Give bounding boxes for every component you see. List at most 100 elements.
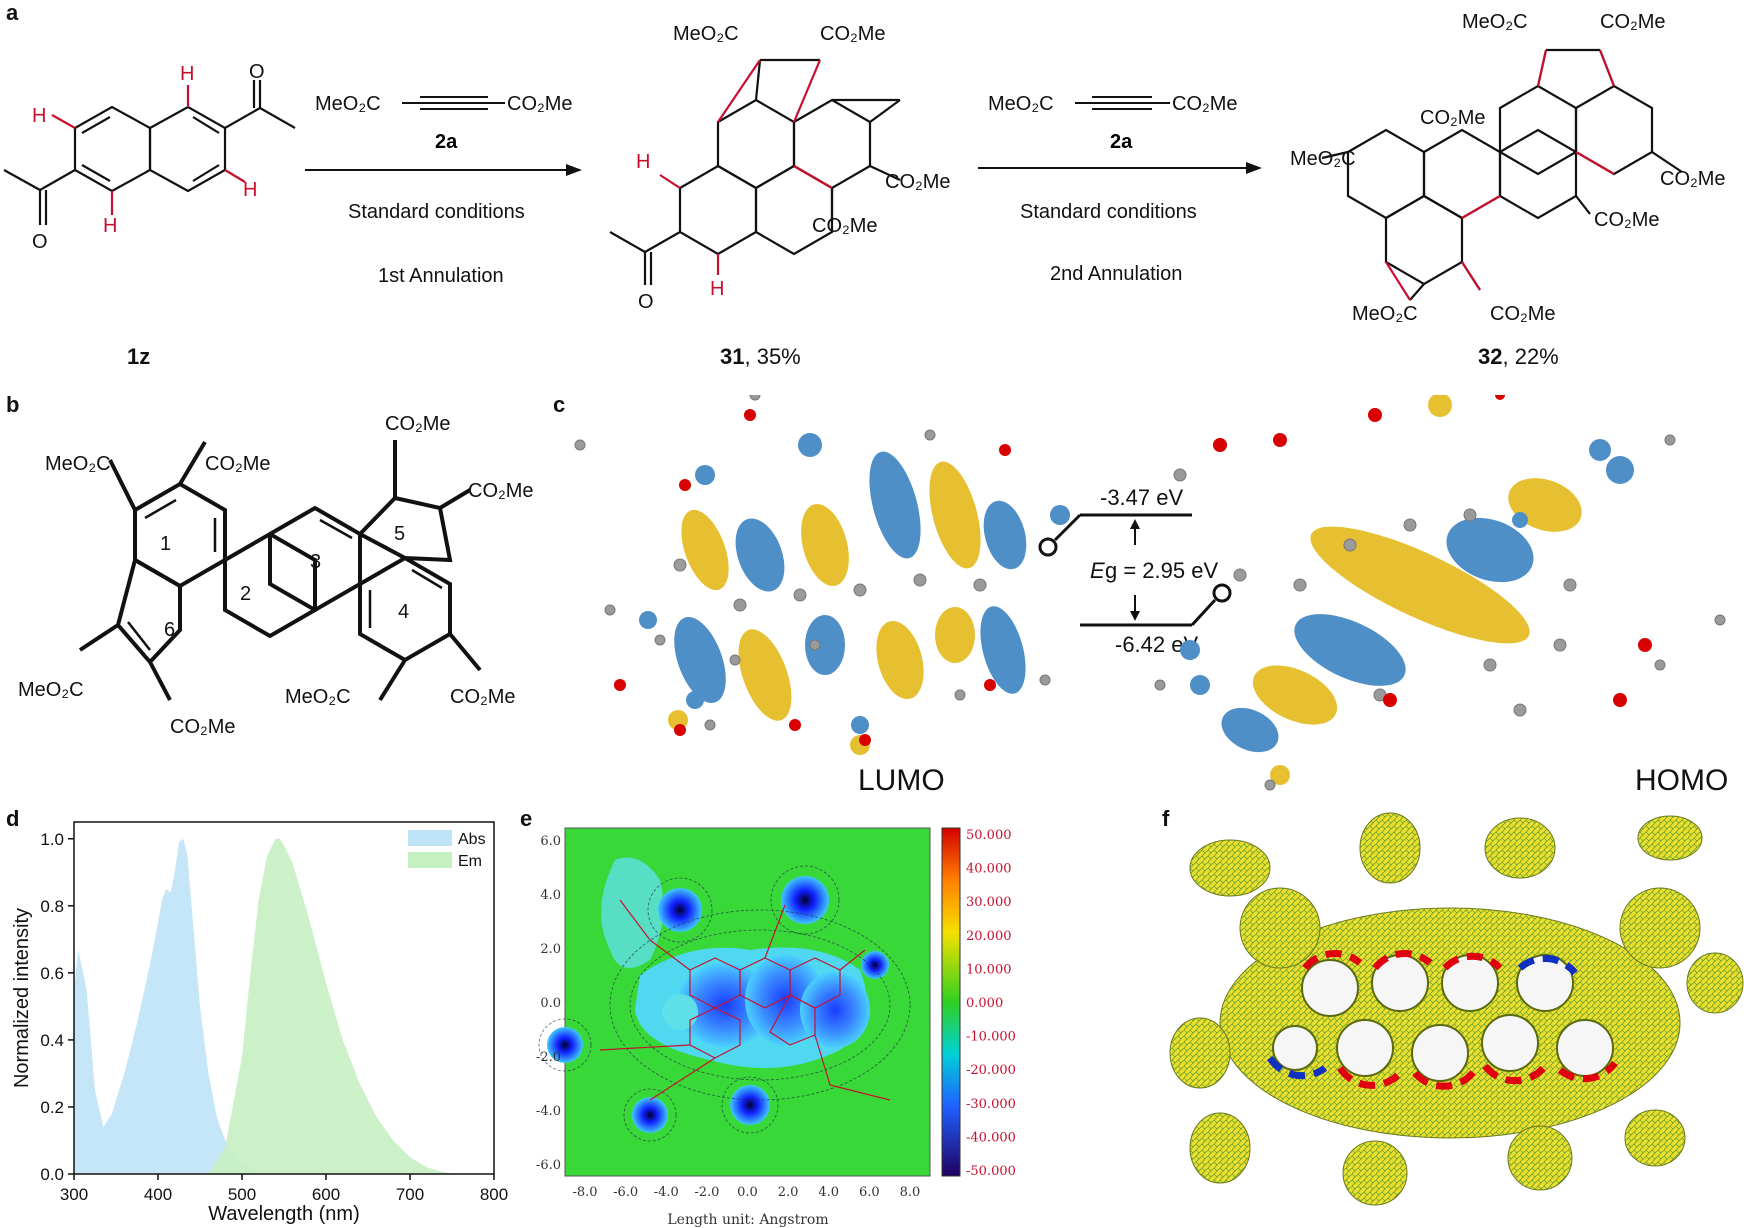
ester-label: CO₂Me [1490,303,1556,325]
h-atom: H [636,151,650,173]
ester-label: CO₂Me [205,453,271,475]
x-tick-label: 4.0 [818,1185,839,1200]
reagent-id: 2a [1110,131,1133,153]
lumo-energy: -3.47 eV [1100,485,1183,510]
h-atom: H [32,105,46,127]
colorbar-tick-label: 10.000 [966,962,1012,977]
y-tick-label: 0.8 [40,897,64,916]
annulation-1-text: 1st Annulation [378,265,504,287]
compound-32-label: 32, 22% [1478,344,1559,369]
x-tick-label: -6.0 [613,1185,638,1200]
h-atom: H [180,63,194,85]
reaction-arrow-2 [1246,162,1262,174]
ring-5 [356,495,453,563]
esp-map: 50.00040.00030.00020.00010.0000.000-10.0… [536,827,1016,1228]
naphthalene-ring-right [148,105,227,193]
y-tick-label: 0.6 [40,964,64,983]
ester-label: CO₂Me [1600,11,1666,33]
y-tick-label: 0.4 [40,1031,64,1050]
ester-label: CO₂Me [820,23,886,45]
legend-swatch [408,852,452,868]
ester-label: MeO₂C [18,679,84,701]
panel-f-label: f [1162,806,1170,831]
panel-d-label: d [6,806,20,831]
x-tick-label: -4.0 [654,1185,679,1200]
naphthalene-ring-left [73,105,152,193]
y-tick-label: -4.0 [536,1104,561,1119]
x-tick-label: 800 [480,1185,508,1204]
y-axis-label: Normalized intensity [11,908,33,1088]
ester-label: CO₂Me [385,413,451,435]
colorbar-tick-label: 40.000 [966,862,1012,877]
panel-b-structure: 1 2 3 4 5 6 MeO₂C CO₂Me CO₂Me CO₂Me MeO₂… [18,413,534,738]
current-density-plot [1169,812,1744,1206]
ester-label: CO₂Me [885,171,951,193]
x-tick-label: 2.0 [778,1185,799,1200]
series-area-abs [74,838,259,1174]
homo-orbital [1180,395,1634,785]
o-atom: O [249,61,265,83]
ester-label: CO₂Me [450,686,516,708]
colorbar [941,827,961,1177]
panel-a-label: a [6,0,19,25]
x-tick-label: -2.0 [694,1185,719,1200]
x-tick-label: 8.0 [900,1185,921,1200]
y-tick-label: 1.0 [40,830,64,849]
colorbar-tick-label: 30.000 [966,895,1012,910]
ester-label: CO₂Me [468,480,534,502]
x-tick-label: 6.0 [859,1185,880,1200]
ring-number: 4 [398,601,409,623]
ring-current-arrows [1267,950,1618,1090]
gap-prefix: E [1090,558,1105,583]
lumo-orbital [639,433,1070,755]
compound-31-label: 31, 35% [720,344,801,369]
h-atom: H [243,179,257,201]
x-tick-label: 700 [396,1185,424,1204]
molecule-overlay [599,899,891,1101]
o-atom: O [32,231,48,253]
x-tick-label: 400 [144,1185,172,1204]
x-tick-label: -8.0 [572,1185,597,1200]
colorbar-tick-label: 20.000 [966,929,1012,944]
panel-e-label: e [520,806,533,831]
compound-1z-label: 1z [127,344,151,369]
colorbar-tick-label: -50.000 [966,1164,1016,1179]
colorbar-tick-label: -10.000 [966,1030,1016,1045]
x-tick-label: 0.0 [737,1185,758,1200]
x-axis-label: Wavelength (nm) [208,1203,360,1225]
panel-b-label: b [6,392,20,417]
ring-number: 6 [164,619,175,641]
h-atom: H [710,278,724,300]
condition-text: Standard conditions [348,201,525,223]
ester-label: CO₂Me [507,93,573,115]
y-tick-label: 2.0 [540,942,561,957]
reagent-id: 2a [435,131,458,153]
ester-label: CO₂Me [170,716,236,738]
band-gap: g = 2.95 eV [1105,558,1218,583]
y-tick-label: 0.0 [540,996,561,1011]
esp-minimum [861,951,889,979]
ester-label: MeO₂C [315,93,381,115]
panel-a-scheme: H H H H O O MeO₂C CO₂Me 2a Standard cond… [3,11,1726,325]
colorbar-tick-label: -30.000 [966,1097,1016,1112]
ring-6 [115,556,182,665]
h-atom: H [103,215,117,237]
panel-c-label: c [553,392,566,417]
ring-1 [133,481,227,589]
plot-frame [73,821,495,1175]
ester-label: MeO₂C [1462,11,1528,33]
y-tick-label: 0.0 [40,1165,64,1184]
esp-minimum [658,888,702,932]
ring-number: 3 [310,551,321,573]
esp-minimum [781,876,829,924]
ring-number: 2 [240,583,251,605]
ester-label: MeO₂C [45,453,111,475]
reaction-arrow-1 [566,164,582,176]
esp-minimum [547,1027,583,1063]
ring-number: 1 [160,533,171,555]
colorbar-tick-label: -40.000 [966,1130,1016,1145]
ring-number: 5 [394,523,405,545]
colorbar-tick-label: 50.000 [966,828,1012,843]
